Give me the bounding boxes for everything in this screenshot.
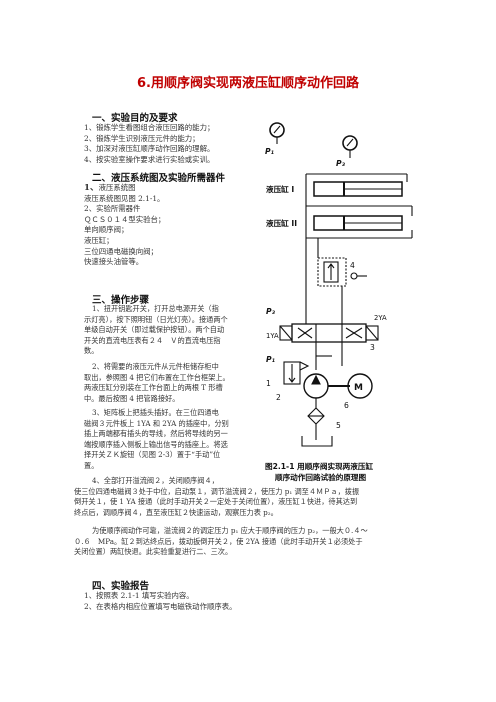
- label-m: M: [354, 383, 363, 393]
- list-item: 4、按实验室操作要求进行实验或实训。: [84, 154, 215, 164]
- label-5: 5: [336, 421, 341, 430]
- list-item: 1、锻炼学生看图组合液压回路的能力；: [84, 123, 215, 132]
- label-3: 3: [370, 343, 375, 352]
- section-4-heading: 四、实验报告: [92, 581, 150, 592]
- motor: [347, 373, 373, 399]
- list-item: 2、锻炼学生识别液压元件的能力；: [84, 133, 200, 143]
- label-pp1: P₁: [266, 355, 275, 364]
- subsection-2-title: 2、实验所需器件: [84, 204, 141, 214]
- sequence-valve: [317, 257, 367, 287]
- label-cylinder-2: 液压缸 II: [266, 218, 297, 228]
- section-2-heading: 二、液压系统图及实验所需器件: [92, 173, 226, 184]
- label-1ya: 1YA: [266, 332, 279, 340]
- figure-caption: 图2.1-1 用顺序阀实现两液压缸 顺序动作回路试验的原理图: [265, 462, 374, 482]
- section-1-heading: 一、实验目的及要求: [92, 113, 178, 124]
- subsection-1-desc: 液压系统图见图 2.1-1。: [84, 193, 165, 203]
- label-4: 4: [350, 261, 355, 270]
- label-p1: P₁: [265, 147, 274, 156]
- section-1-list: 1、锻炼学生看图组合液压回路的能力； 2、锻炼学生识别液压元件的能力； 3、加深…: [84, 123, 214, 165]
- tank: [301, 436, 333, 447]
- label-2: 2: [276, 393, 281, 402]
- label-1: 1: [266, 379, 271, 388]
- label-p3: P₃: [266, 307, 276, 316]
- step-4: 4、全部打开溢流阀２，关闭顺序阀４， 使三位四通电磁阀３处于中位，启动泵１，调节…: [74, 476, 360, 517]
- hydraulic-diagram: P₁ P₃ 液压缸 I 液压缸 II 4 P₃ 1YA 2YA P₁ 3 1 2…: [265, 122, 413, 447]
- list-item: 单向顺序阀；: [84, 225, 129, 235]
- step-5: 为使顺序阀动作可靠，溢流阀２的调定压力 p₁ 应大于顺序阀的压力 p₂，一般大０…: [74, 526, 368, 557]
- subsection-1-number: 1、: [84, 183, 99, 193]
- list-item: ＱＣＳ０１４型实验台；: [84, 214, 166, 224]
- list-item: 1、按照表 2.1-1 填写实验内容。: [84, 591, 194, 600]
- list-item: 3、加深对液压缸顺序动作回路的理解。: [84, 144, 215, 154]
- relief-valve: [283, 361, 310, 385]
- list-item: 三位四通电磁换向阀；: [84, 246, 158, 256]
- pressure-gauge-p2: [342, 135, 358, 158]
- label-6: 6: [344, 401, 349, 410]
- section-3-heading: 三、操作步骤: [92, 295, 150, 306]
- list-item: 2、在表格内相应位置填写电磁铁动作顺序表。: [84, 601, 237, 611]
- step-2: 2、将需要的液压元件从元件柜储存柜中 取出，参照图 4 把它们布置在工作台框架上…: [84, 362, 230, 403]
- label-2ya: 2YA: [374, 314, 387, 322]
- label-cylinder-1: 液压缸 I: [266, 184, 294, 194]
- list-item: 液压缸；: [84, 235, 114, 245]
- label-p2: P₃: [336, 159, 346, 168]
- subsection-1: 1、液压系统图: [84, 183, 165, 194]
- step-3: 3、矩阵板上把插头插好。在三位四通电 磁阀３元件板上 1YA 和 2YA 的插座…: [84, 408, 229, 470]
- subsection-1-title: 液压系统图: [98, 183, 136, 192]
- filter: [307, 407, 325, 425]
- page-title: 6.用顺序阀实现两液压缸顺序动作回路: [137, 76, 359, 91]
- section-4-list: 1、按照表 2.1-1 填写实验内容。 2、在表格内相应位置填写电磁铁动作顺序表…: [84, 591, 237, 612]
- pressure-gauge-p1: [269, 122, 285, 144]
- pump: [303, 373, 350, 399]
- directional-valve: [279, 323, 379, 343]
- section-2-body: 1、液压系统图 液压系统图见图 2.1-1。 2、实验所需器件 ＱＣＳ０１４型实…: [84, 183, 165, 268]
- list-item: 快速接头油管等。: [84, 257, 144, 267]
- step-1: 1、扭开钥匙开关，打开总电源开关（指 示灯亮），按下照明钮（日光灯亮）。接通两个…: [84, 304, 228, 356]
